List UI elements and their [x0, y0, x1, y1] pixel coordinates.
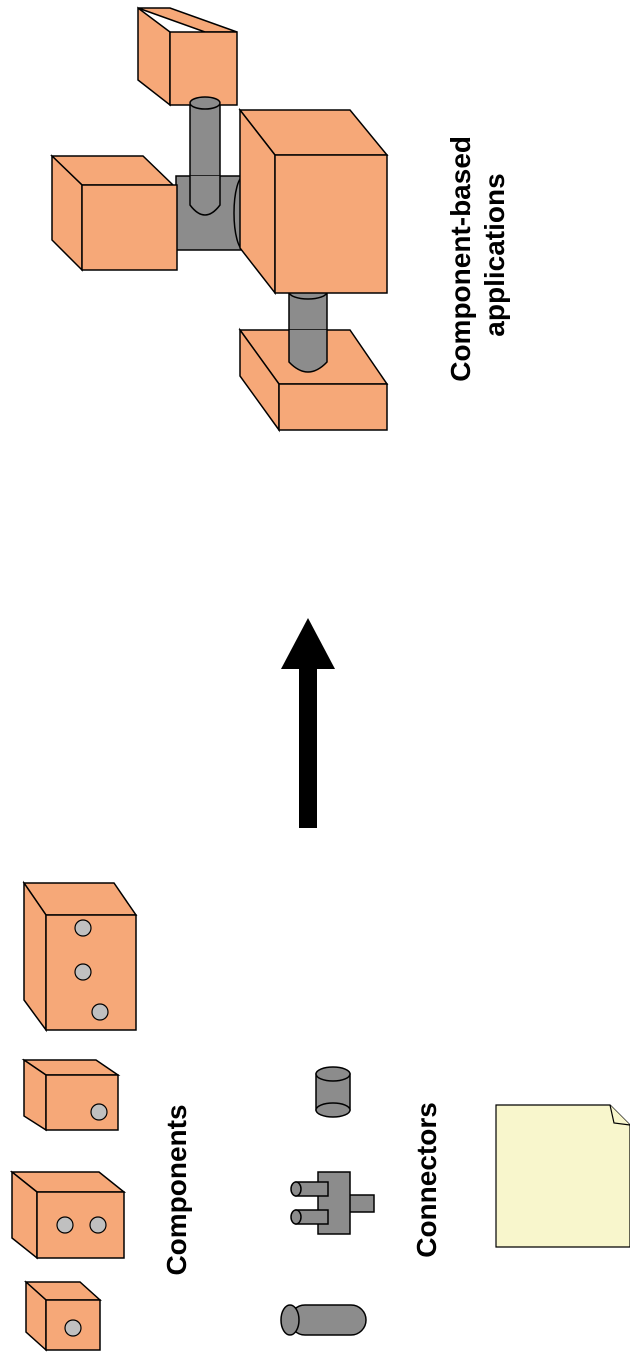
document-note-icon — [495, 1104, 630, 1248]
connectors-label: Connectors — [411, 1102, 442, 1258]
connector-part-tee — [290, 1171, 375, 1235]
applications-label-line2: applications — [479, 173, 510, 336]
connector-parts — [280, 1066, 375, 1336]
component-box-top — [137, 6, 238, 110]
connector-part-tube — [280, 1304, 367, 1336]
component-part-small-b — [24, 1280, 102, 1352]
port-icon — [64, 1319, 82, 1337]
applications-label-line1: Component-based — [445, 136, 476, 382]
component-part-medium — [9, 1170, 127, 1260]
port-icon — [74, 963, 92, 981]
port-icon — [90, 1103, 108, 1121]
connector-part-cylinder — [315, 1066, 351, 1118]
composition-arrow — [281, 618, 335, 828]
port-icon — [89, 1216, 107, 1234]
components-label: Components — [161, 1104, 192, 1275]
component-parts — [9, 880, 138, 1352]
port-icon — [91, 1003, 109, 1021]
component-box-large — [238, 107, 389, 296]
applications-label: Component-based applications — [445, 128, 510, 382]
port-icon — [56, 1216, 74, 1234]
component-part-small-a — [21, 1058, 121, 1132]
port-icon — [74, 919, 92, 937]
connector-cylinder-main — [175, 175, 255, 251]
component-box-left — [50, 154, 178, 272]
component-part-large — [22, 880, 138, 1033]
component-based-application — [50, 6, 389, 433]
component-box-bottom — [238, 327, 389, 433]
